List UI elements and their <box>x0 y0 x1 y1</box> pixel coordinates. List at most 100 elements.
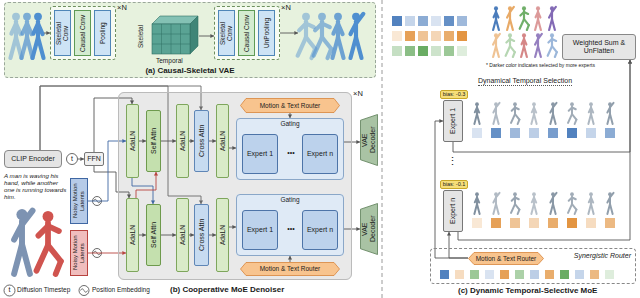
human-figure <box>474 192 479 214</box>
token-square <box>444 46 454 56</box>
token-square <box>392 31 402 41</box>
panel-title: (c) Dynamic Temporal-Selective MoE <box>458 286 597 295</box>
figure-stroke <box>496 114 499 124</box>
figure-stroke <box>575 210 577 214</box>
human-figure <box>493 6 499 30</box>
connector-line <box>136 172 156 198</box>
human-figure <box>588 192 593 214</box>
norm-box: AdaLN <box>126 104 139 178</box>
human-figure <box>531 192 536 214</box>
node-text: Self Attn <box>150 207 158 263</box>
node-text: Motion & Text Router <box>260 265 321 272</box>
node-text: Expert n <box>307 150 333 158</box>
norm-box: AdaLN <box>216 104 229 178</box>
figure-stroke <box>532 198 534 203</box>
node-heading: Synergistic Router <box>574 252 631 260</box>
token-square <box>392 46 402 56</box>
human-figure <box>350 13 363 58</box>
connector-line <box>458 60 630 240</box>
figure-stroke <box>475 108 477 113</box>
token-square <box>500 270 509 279</box>
token-square <box>405 46 415 56</box>
figure-stroke <box>569 108 572 111</box>
expert-box: Expert n <box>302 134 338 174</box>
figure-stroke <box>548 39 552 43</box>
token-square <box>590 270 599 279</box>
figure-stroke <box>350 24 356 35</box>
region-fill <box>236 194 344 256</box>
node-heading: Gating <box>237 196 343 203</box>
node-text: Noisy Motion Latents <box>72 233 85 273</box>
node-text: Expert n <box>307 226 333 234</box>
token-square <box>444 16 454 26</box>
legend-text: Diffusion Timestep <box>17 286 70 293</box>
figure-stroke <box>493 39 496 45</box>
token-square <box>440 270 449 279</box>
figure-stroke <box>550 108 553 113</box>
figure-stroke <box>534 204 537 214</box>
arrowhead <box>356 140 360 144</box>
figure-stroke <box>538 19 541 30</box>
layer-group: ×NSkeletal ConvCausal ConvPooling <box>50 6 116 60</box>
figure-stroke <box>506 46 510 56</box>
arrowhead <box>356 227 360 231</box>
node-text: Weighted Sum & UnFlatten <box>563 39 635 54</box>
expert-box: Expert n <box>302 210 338 250</box>
token-square <box>472 128 482 138</box>
token-square <box>567 218 577 228</box>
attention-box: Self Attn <box>146 204 161 266</box>
node-text: Noisy Motion Latents <box>72 181 85 221</box>
token-square <box>431 31 441 41</box>
human-figure <box>493 192 499 214</box>
human-figure <box>314 13 331 58</box>
router-hexagon-shape <box>241 263 340 276</box>
token-square <box>605 270 614 279</box>
figure-stroke <box>315 24 322 31</box>
timestep-circle: t <box>66 153 78 165</box>
figure-stroke <box>522 39 524 44</box>
figure-stroke <box>610 204 613 214</box>
region-fill <box>4 2 376 78</box>
token-square <box>545 270 554 279</box>
router-hexagon: Motion & Text Router <box>240 262 340 276</box>
conv-block: Skeletal Conv <box>54 10 71 56</box>
pooling-block: UnPooling <box>258 10 275 56</box>
arrowhead <box>288 256 292 260</box>
human-figure <box>14 209 32 274</box>
ellipsis: ⋮ <box>447 155 458 168</box>
connector <box>344 140 360 144</box>
figure-stroke <box>610 114 613 124</box>
figure-stroke <box>568 114 572 123</box>
token-square <box>418 31 428 41</box>
token-square <box>510 128 520 138</box>
human-figure <box>506 33 515 57</box>
node-text: Cross Attn <box>198 207 206 263</box>
token-square <box>418 16 428 26</box>
region-fill <box>50 6 116 60</box>
node-text: UnPooling <box>263 13 270 53</box>
decoder-trapezoid: VAE Decoder <box>360 203 378 255</box>
token-square <box>529 128 539 138</box>
node-text: Skeletal Conv <box>219 13 233 53</box>
figure-stroke <box>524 46 527 57</box>
human-figure <box>535 33 542 57</box>
figure-stroke <box>510 19 513 30</box>
connector <box>136 172 158 198</box>
attention-box: Cross Attn <box>194 204 209 266</box>
ellipsis: ••• <box>281 225 301 233</box>
human-figure <box>511 192 519 214</box>
figure-stroke <box>496 46 499 57</box>
latent-box: Noisy Motion Latents <box>70 178 88 224</box>
figure-stroke <box>33 24 38 34</box>
token-square <box>586 128 596 138</box>
token-square <box>431 46 441 56</box>
legend-samples <box>4 285 89 296</box>
connector-line <box>453 60 630 152</box>
figure-stroke <box>477 204 480 214</box>
router-hexagon-shape <box>241 99 340 113</box>
node-text: bias: -0.1 <box>443 181 466 187</box>
token-square <box>510 218 520 228</box>
figure-stroke <box>591 204 594 214</box>
token-square <box>444 31 454 41</box>
token-square <box>457 16 467 26</box>
